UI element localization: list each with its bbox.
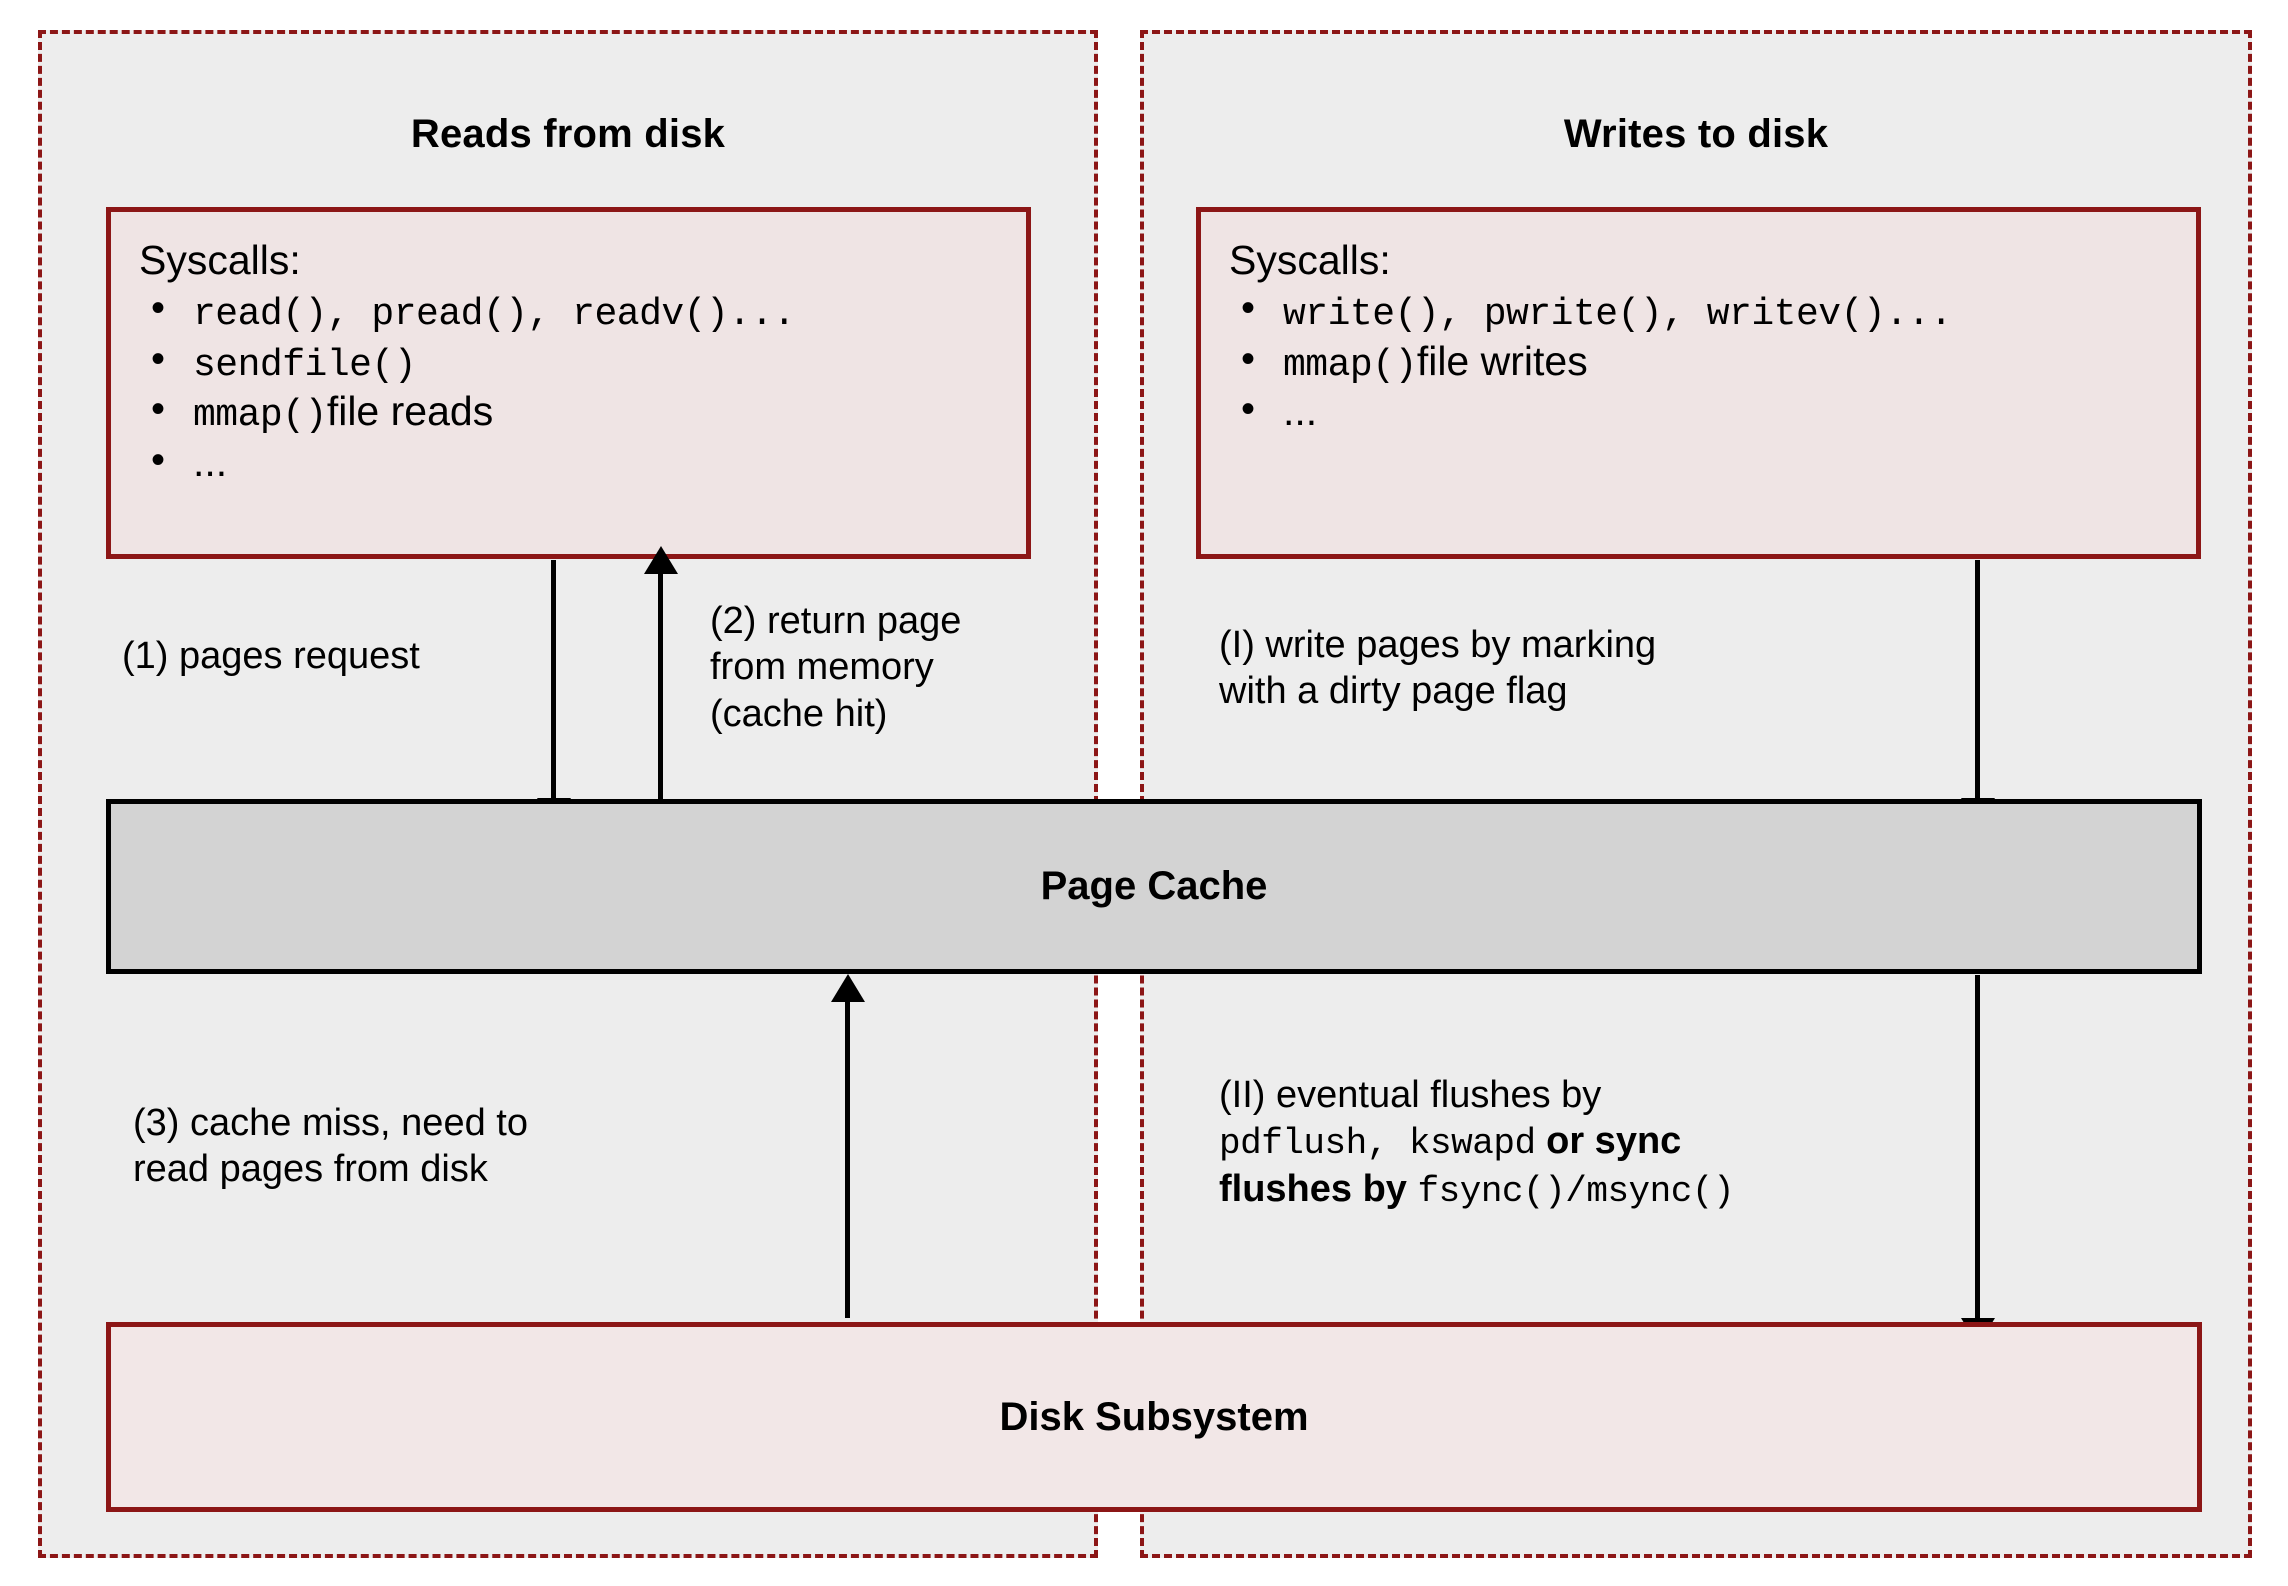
note-step-I: (I) write pages by marking with a dirty …	[1219, 622, 1656, 715]
note-step-1: (1) pages request	[122, 633, 420, 679]
note-line: (II) eventual flushes by	[1219, 1074, 1602, 1116]
note-line: (3) cache miss, need to	[133, 1102, 528, 1144]
arrow-cache-miss	[830, 974, 865, 1318]
syscall-code: mmap()	[193, 394, 327, 438]
list-item: ...	[137, 438, 1000, 486]
syscall-label: file reads	[326, 388, 494, 435]
list-item: mmap()file reads	[137, 387, 1000, 438]
syscall-code: read(), pread(), readv()...	[193, 293, 796, 337]
list-item: ...	[1227, 387, 2170, 435]
syscall-heading-writes: Syscalls:	[1229, 237, 1391, 283]
list-item: read(), pread(), readv()...	[137, 286, 1000, 337]
note-line: read pages from disk	[133, 1148, 488, 1191]
sync-calls-code: fsync()/msync()	[1417, 1171, 1735, 1213]
note-step-3: (3) cache miss, need to read pages from …	[133, 1100, 528, 1193]
note-line: (I) write pages by marking	[1219, 624, 1657, 666]
note-text: or sync	[1546, 1120, 1682, 1163]
note-step-2: (2) return page from memory (cache hit)	[710, 598, 961, 737]
disk-subsystem-label: Disk Subsystem	[999, 1394, 1309, 1439]
syscall-code: sendfile()	[193, 343, 417, 387]
list-item: write(), pwrite(), writev()...	[1227, 286, 2170, 337]
arrow-flush-to-disk	[1960, 975, 1995, 1346]
arrow-write-pages	[1960, 560, 1995, 826]
note-line: (cache hit)	[710, 692, 888, 735]
list-item: sendfile()	[137, 337, 1000, 388]
syscall-code: mmap()	[1283, 343, 1417, 387]
syscall-box-writes: Syscalls: write(), pwrite(), writev()...…	[1196, 207, 2201, 559]
note-step-II: (II) eventual flushes by pdflush, kswapd…	[1219, 1072, 1735, 1214]
syscall-heading-reads: Syscalls:	[139, 237, 301, 283]
page-cache-block: Page Cache	[106, 799, 2202, 974]
note-line: (2) return page	[710, 600, 962, 642]
note-text: flushes by	[1219, 1168, 1407, 1211]
note-line: with a dirty page flag	[1219, 670, 1568, 713]
note-line: from memory	[710, 646, 934, 689]
syscall-label: file writes	[1416, 337, 1588, 384]
flush-daemons-code: pdflush, kswapd	[1219, 1123, 1536, 1165]
syscall-label: ...	[193, 438, 228, 485]
note-line: flushes by fsync()/msync()	[1219, 1166, 1735, 1214]
syscall-list-writes: write(), pwrite(), writev()... mmap()fil…	[1227, 286, 2170, 435]
panel-title-reads: Reads from disk	[410, 112, 726, 156]
page-cache-label: Page Cache	[1040, 864, 1268, 908]
arrow-pages-request	[536, 560, 571, 826]
panel-title-writes: Writes to disk	[1563, 112, 1829, 156]
note-line: pdflush, kswapd or sync	[1219, 1118, 1734, 1166]
list-item: mmap()file writes	[1227, 337, 2170, 388]
syscall-box-reads: Syscalls: read(), pread(), readv()... se…	[106, 207, 1031, 559]
syscall-code: write(), pwrite(), writev()...	[1283, 293, 1953, 337]
note-line: (1) pages request	[122, 635, 420, 677]
syscall-list-reads: read(), pread(), readv()... sendfile() m…	[137, 286, 1000, 486]
syscall-label: ...	[1283, 388, 1318, 435]
arrow-return-page	[643, 546, 678, 800]
disk-subsystem-block: Disk Subsystem	[106, 1322, 2202, 1512]
